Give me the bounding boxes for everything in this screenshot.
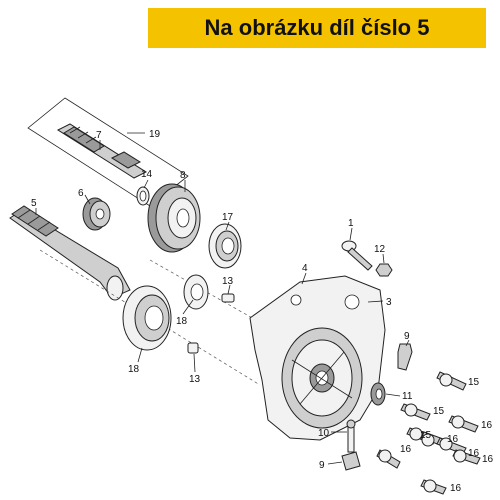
fitting-part-9-upper (397, 343, 413, 371)
circlip-part-14 (136, 186, 150, 206)
callout-5: 5 (31, 198, 37, 209)
callout-16-c: 16 (468, 448, 480, 459)
callout-1: 1 (348, 218, 354, 229)
callout-14: 14 (141, 169, 153, 180)
dowel-pin-part-13-lower (187, 342, 199, 354)
callout-7: 7 (96, 130, 102, 141)
transmission-cover-part-3 (249, 275, 386, 441)
oil-seal-part-11 (370, 382, 386, 406)
callout-18-lower: 18 (128, 364, 140, 375)
callout-18-upper: 18 (176, 316, 188, 327)
callout-16-d: 16 (482, 454, 494, 465)
callout-16-a: 16 (481, 420, 493, 431)
callout-9-upper: 9 (404, 331, 410, 342)
bolt-part-16-f (420, 479, 447, 495)
callout-17: 17 (222, 212, 234, 223)
small-gear-part-6 (82, 197, 111, 231)
callout-11: 11 (402, 391, 413, 402)
callout-6: 6 (78, 188, 84, 199)
group-bracket-19 (27, 97, 189, 207)
callout-10: 10 (318, 428, 330, 439)
bolt-part-10 (346, 419, 356, 453)
banner-text: Na obrázku díl číslo 5 (204, 15, 430, 40)
bolt-part-16-d (452, 449, 481, 465)
leader-lines (35, 132, 410, 465)
breather-pin-part-1 (341, 240, 373, 271)
part-number-banner: Na obrázku díl číslo 5 (148, 8, 486, 48)
callout-8: 8 (180, 170, 186, 181)
callout-12: 12 (374, 244, 386, 255)
callout-9-lower: 9 (319, 460, 325, 471)
callout-16-f: 16 (450, 483, 462, 494)
countershaft-part-7 (56, 123, 148, 179)
callout-16-b: 16 (447, 434, 459, 445)
nut-part-12 (375, 263, 393, 277)
bolt-part-15-b (400, 403, 431, 421)
drive-shaft-part-5 (9, 205, 131, 301)
callout-13-lower: 13 (189, 374, 201, 385)
callout-labels: 5 7 19 6 14 8 17 1 12 4 3 13 18 18 13 9 … (31, 129, 494, 494)
callout-15-a: 15 (468, 377, 480, 388)
bearing-part-17 (208, 223, 242, 269)
bearing-part-18-large (122, 285, 172, 351)
bolt-part-16-a (448, 415, 479, 433)
bearing-part-18-small (183, 274, 209, 310)
dowel-pin-part-13-upper (221, 293, 235, 303)
callout-15-c: 15 (420, 430, 432, 441)
large-gear-part-8 (147, 183, 201, 253)
bolt-part-16-e (376, 449, 401, 469)
callout-19: 19 (149, 129, 161, 140)
bolt-part-15-a (436, 371, 467, 391)
callout-16-e: 16 (400, 444, 412, 455)
callout-3: 3 (386, 297, 392, 308)
callout-4: 4 (302, 263, 308, 274)
callout-13-upper: 13 (222, 276, 234, 287)
callout-15-b: 15 (433, 406, 445, 417)
